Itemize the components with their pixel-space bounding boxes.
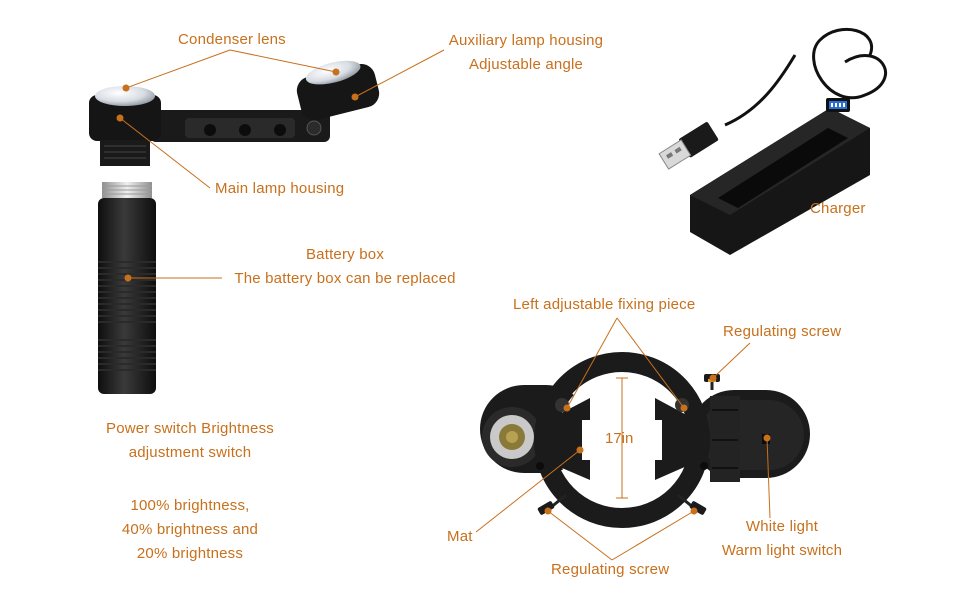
mount-plate bbox=[480, 352, 810, 528]
label-left-fixing-piece: Left adjustable fixing piece bbox=[513, 296, 696, 313]
label-power-switch: Power switch Brightness adjustment switc… bbox=[92, 417, 288, 465]
label-white-line2: Warm light switch bbox=[721, 542, 843, 559]
label-battery-line1: Battery box bbox=[305, 246, 385, 263]
label-power-line2: adjustment switch bbox=[128, 444, 252, 461]
label-white-light-switch: White light Warm light switch bbox=[712, 515, 852, 563]
charger bbox=[658, 27, 887, 255]
label-auxiliary-line2: Adjustable angle bbox=[468, 56, 584, 73]
label-charger: Charger bbox=[810, 200, 866, 217]
lamp-head bbox=[89, 60, 380, 166]
label-regulating-screw-top: Regulating screw bbox=[723, 323, 842, 340]
label-brightness-line2: 40% brightness and bbox=[121, 521, 259, 538]
label-main-lamp-housing: Main lamp housing bbox=[215, 180, 345, 197]
label-brightness-levels: 100% brightness, 40% brightness and 20% … bbox=[104, 494, 276, 566]
label-brightness-line3: 20% brightness bbox=[136, 545, 244, 562]
battery-tube bbox=[98, 182, 156, 394]
callout-lines bbox=[116, 49, 771, 561]
label-mat: Mat bbox=[447, 528, 473, 545]
label-auxiliary-lamp-housing: Auxiliary lamp housing Adjustable angle bbox=[446, 29, 606, 77]
label-condenser-lens: Condenser lens bbox=[178, 31, 286, 48]
label-battery-line2: The battery box can be replaced bbox=[234, 270, 456, 287]
label-white-line1: White light bbox=[745, 518, 819, 535]
label-brightness-line1: 100% brightness, bbox=[130, 497, 250, 514]
label-regulating-screw-bottom: Regulating screw bbox=[551, 561, 670, 578]
label-dimension: 17in bbox=[605, 430, 634, 447]
label-power-line1: Power switch Brightness bbox=[106, 420, 274, 437]
label-battery-box: Battery box The battery box can be repla… bbox=[222, 243, 468, 291]
label-auxiliary-line1: Auxiliary lamp housing bbox=[448, 32, 604, 49]
